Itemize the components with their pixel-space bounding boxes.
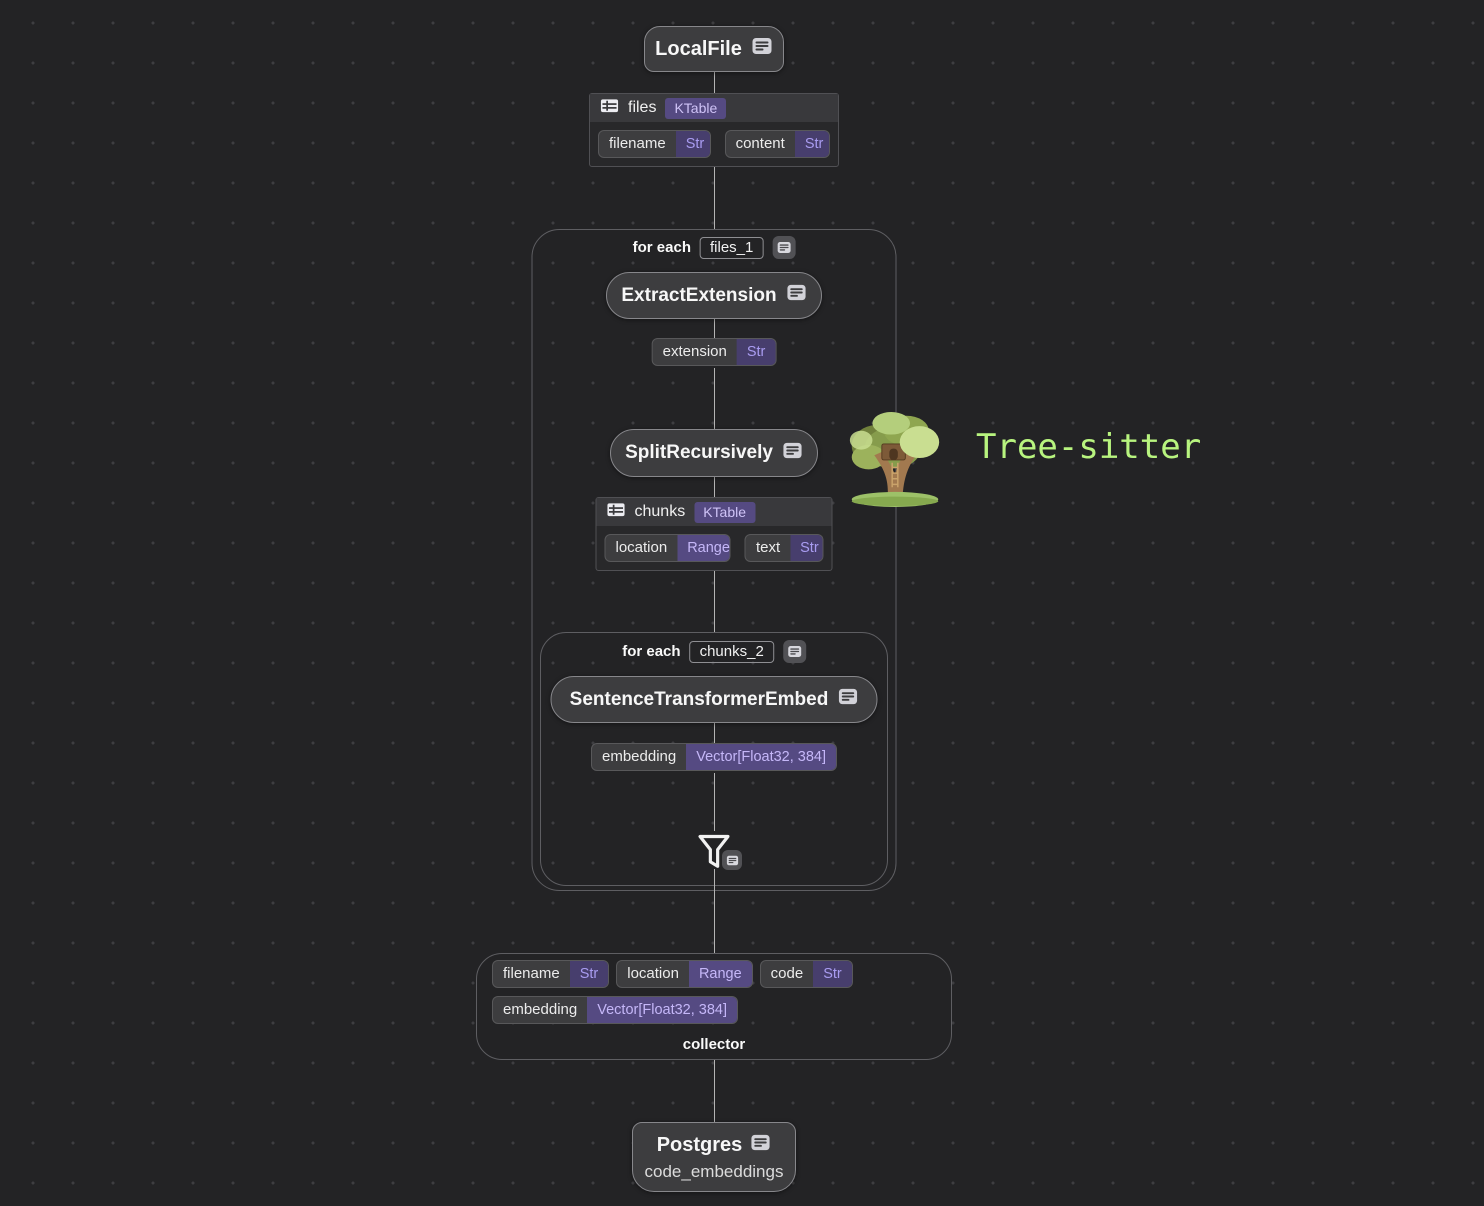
edge (713, 1060, 715, 1122)
collector-row: embedding Vector[Float32, 384] (492, 996, 951, 1024)
document-icon[interactable] (782, 440, 803, 467)
collector-field-filename[interactable]: filename Str (492, 960, 610, 988)
field-content[interactable]: content Str (724, 130, 830, 158)
field-filename[interactable]: filename Str (598, 130, 711, 158)
field-extension-type: Str (736, 339, 776, 365)
edge (713, 567, 715, 632)
field-embedding[interactable]: embedding Vector[Float32, 384] (590, 743, 838, 771)
edge (713, 869, 715, 953)
node-extract-extension[interactable]: ExtractExtension (606, 272, 822, 319)
edge (713, 165, 715, 229)
field-text[interactable]: text Str (744, 534, 824, 562)
field-filename-type: Str (675, 131, 710, 157)
collector-label: collector (682, 1036, 746, 1053)
field-content-type: Str (794, 131, 829, 157)
foreach-arg-chunks-2[interactable]: chunks_2 (689, 640, 774, 663)
table-files-body: filename Str content Str (590, 122, 838, 166)
node-extract-extension-label: ExtractExtension (621, 284, 777, 306)
edge (713, 475, 715, 497)
table-icon (600, 96, 619, 120)
table-icon (607, 500, 626, 524)
document-icon[interactable] (837, 686, 858, 713)
table-chunks-body: location Range text Str (597, 526, 832, 570)
node-postgres-title: Postgres (657, 1132, 772, 1159)
edge (713, 70, 715, 93)
node-postgres-target: code_embeddings (644, 1162, 784, 1181)
table-files-header[interactable]: files KTable (590, 94, 838, 122)
edge (713, 773, 715, 831)
field-location-type: Range (677, 535, 730, 561)
field-location[interactable]: location Range (604, 534, 731, 562)
foreach-chunks-header: for each chunks_2 (622, 640, 806, 663)
node-postgres-label: Postgres (656, 1134, 743, 1156)
document-icon-button[interactable] (722, 850, 742, 870)
ktable-badge: KTable (694, 501, 756, 523)
field-extension[interactable]: extension Str (651, 338, 777, 366)
foreach-arg-files-1[interactable]: files_1 (700, 236, 764, 259)
table-chunks[interactable]: chunks KTable location Range text Str (595, 497, 833, 571)
collector-field-code-label: code (770, 965, 804, 982)
node-localfile-label: LocalFile (655, 37, 742, 60)
field-text-type: Str (790, 535, 823, 561)
foreach-label: for each (622, 643, 681, 660)
collector-field-filename-type: Str (569, 961, 609, 987)
collector-field-filename-label: filename (503, 965, 560, 982)
collector-field-location-label: location (627, 965, 679, 982)
table-chunks-name: chunks (634, 503, 686, 520)
table-chunks-header[interactable]: chunks KTable (596, 498, 832, 526)
node-postgres[interactable]: Postgres code_embeddings (632, 1122, 796, 1192)
edge (713, 368, 715, 429)
collector-field-code[interactable]: code Str (759, 960, 853, 988)
field-extension-label: extension (662, 343, 727, 360)
document-icon[interactable] (786, 282, 807, 309)
collector-field-embedding-type: Vector[Float32, 384] (587, 997, 738, 1023)
table-files[interactable]: files KTable filename Str content Str (589, 93, 839, 167)
node-localfile[interactable]: LocalFile (644, 26, 784, 72)
document-icon[interactable] (750, 1132, 771, 1159)
foreach-label: for each (632, 239, 691, 256)
node-split-recursively[interactable]: SplitRecursively (610, 429, 818, 477)
ktable-badge: KTable (665, 97, 727, 119)
edge (713, 317, 715, 338)
node-split-recursively-label: SplitRecursively (625, 442, 773, 463)
collector-field-code-type: Str (813, 961, 852, 987)
field-embedding-type: Vector[Float32, 384] (686, 744, 837, 770)
document-icon[interactable] (751, 35, 773, 63)
collector-field-location[interactable]: location Range (616, 960, 753, 988)
foreach-files-header: for each files_1 (633, 236, 796, 259)
field-text-label: text (755, 539, 781, 556)
collector-group: filename Str location Range code Str emb… (476, 953, 952, 1060)
node-sentence-transformer-embed-label: SentenceTransformerEmbed (569, 688, 829, 710)
node-sentence-transformer-embed[interactable]: SentenceTransformerEmbed (550, 676, 878, 723)
treehouse-logo (848, 410, 942, 513)
tree-sitter-annotation: Tree-sitter (976, 427, 1202, 467)
document-icon-button[interactable] (782, 640, 806, 663)
edge (713, 721, 715, 743)
table-files-name: files (628, 99, 657, 116)
filter-icon[interactable] (695, 831, 733, 878)
field-content-label: content (735, 135, 785, 152)
collector-field-location-type: Range (688, 961, 752, 987)
field-embedding-label: embedding (601, 748, 677, 765)
collector-field-embedding-label: embedding (503, 1001, 578, 1018)
collector-row: filename Str location Range code Str (492, 960, 951, 988)
field-location-label: location (615, 539, 668, 556)
collector-field-embedding[interactable]: embedding Vector[Float32, 384] (492, 996, 739, 1024)
field-filename-label: filename (609, 135, 666, 152)
document-icon-button[interactable] (772, 236, 796, 259)
